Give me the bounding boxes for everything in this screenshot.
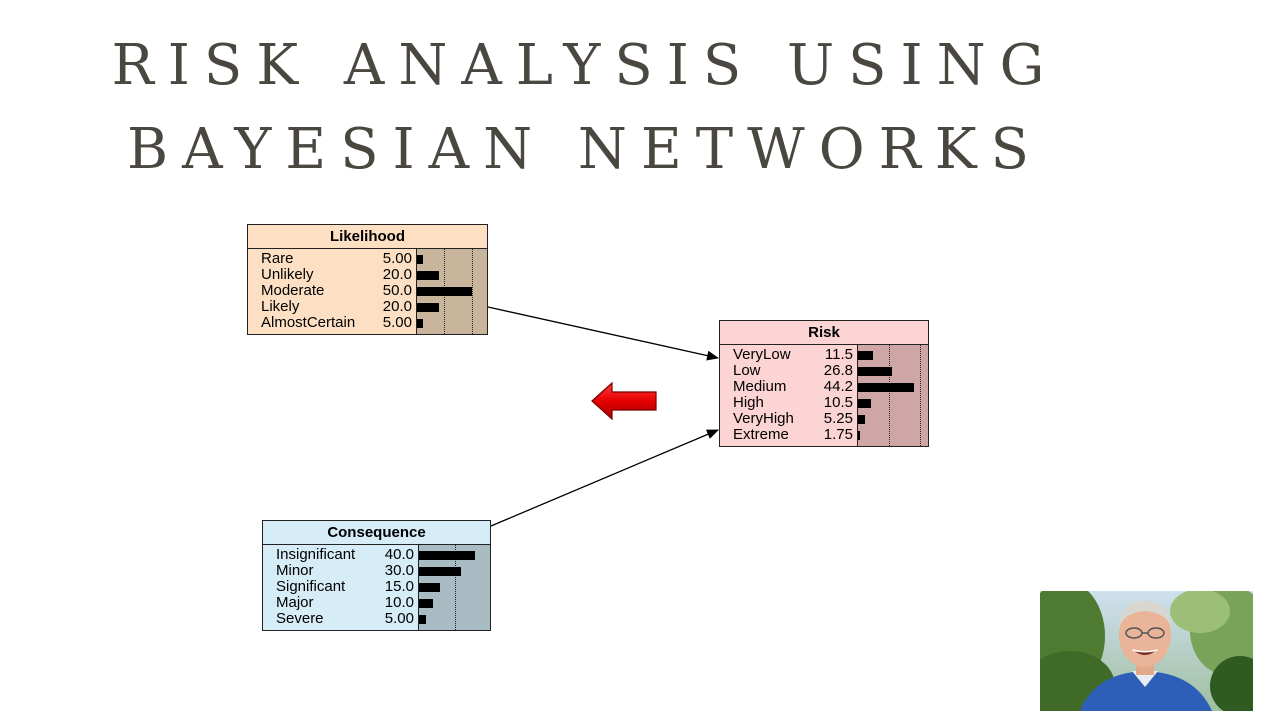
node-risk-belief-bars: [857, 345, 928, 446]
likelihood-belief-bar: [417, 303, 439, 312]
state-label: VeryLow: [733, 346, 791, 363]
likelihood-state-row: Moderate 50.0: [248, 283, 487, 299]
state-label: Severe: [276, 610, 324, 627]
risk-belief-bar: [858, 351, 873, 360]
node-risk[interactable]: Risk VeryLow 11.5 Low 26.8 Medium 44.2 High…: [719, 320, 929, 447]
node-likelihood-title: Likelihood: [248, 225, 487, 249]
likelihood-belief-bar: [417, 255, 423, 264]
consequence-state-row: Significant 15.0: [263, 579, 490, 595]
likelihood-belief-bar: [417, 319, 423, 328]
state-label: Medium: [733, 378, 787, 395]
risk-belief-bar: [858, 415, 865, 424]
likelihood-state-row: AlmostCertain 5.00: [248, 315, 487, 331]
state-label: VeryHigh: [733, 410, 794, 427]
risk-belief-bar: [858, 383, 914, 392]
risk-state-row: Low 26.8: [720, 363, 928, 379]
risk-belief-bar: [858, 431, 860, 440]
state-label: Extreme: [733, 426, 789, 443]
likelihood-belief-bar: [417, 287, 472, 296]
consequence-belief-bar: [419, 615, 426, 624]
risk-belief-bar: [858, 399, 871, 408]
state-value: 44.2: [823, 378, 853, 395]
state-value: 5.00: [382, 250, 412, 267]
consequence-state-row: Major 10.0: [263, 595, 490, 611]
left-arrow-icon: [591, 381, 657, 421]
state-value: 5.00: [382, 314, 412, 331]
state-value: 20.0: [382, 266, 412, 283]
state-label: Rare: [261, 250, 294, 267]
node-consequence-title: Consequence: [263, 521, 490, 545]
state-value: 1.75: [823, 426, 853, 443]
consequence-state-row: Minor 30.0: [263, 563, 490, 579]
slide-title-line-1: RISK ANALYSIS USING: [111, 33, 1059, 98]
risk-state-row: VeryHigh 5.25: [720, 411, 928, 427]
state-label: Insignificant: [276, 546, 356, 563]
node-consequence-belief-bars: [418, 545, 490, 630]
state-value: 10.5: [823, 394, 853, 411]
state-label: Significant: [276, 578, 346, 595]
link-likelihood-to-risk: [487, 306, 719, 361]
risk-state-row: Extreme 1.75: [720, 427, 928, 443]
state-value: 15.0: [384, 578, 414, 595]
state-value: 10.0: [384, 594, 414, 611]
consequence-state-row: Insignificant 40.0: [263, 547, 490, 563]
risk-belief-bar: [858, 367, 892, 376]
state-value: 11.5: [824, 346, 853, 363]
consequence-state-row: Severe 5.00: [263, 611, 490, 627]
consequence-belief-bar: [419, 599, 433, 608]
state-label: Likely: [261, 298, 300, 315]
likelihood-state-row: Rare 5.00: [248, 251, 487, 267]
state-label: AlmostCertain: [261, 314, 356, 331]
state-label: Major: [276, 594, 314, 611]
node-likelihood-belief-bars: [416, 249, 487, 334]
state-value: 30.0: [384, 562, 414, 579]
likelihood-state-row: Likely 20.0: [248, 299, 487, 315]
state-value: 26.8: [823, 362, 853, 379]
state-label: Low: [733, 362, 761, 379]
consequence-belief-bar: [419, 551, 475, 560]
node-risk-title: Risk: [720, 321, 928, 345]
risk-state-row: High 10.5: [720, 395, 928, 411]
consequence-belief-bar: [419, 567, 461, 576]
state-label: High: [733, 394, 764, 411]
risk-state-row: VeryLow 11.5: [720, 347, 928, 363]
slide-title-line-2: BAYESIAN NETWORKS: [127, 117, 1043, 182]
likelihood-state-row: Unlikely 20.0: [248, 267, 487, 283]
state-value: 50.0: [382, 282, 412, 299]
state-value: 5.25: [823, 410, 853, 427]
risk-state-row: Medium 44.2: [720, 379, 928, 395]
consequence-belief-bar: [419, 583, 440, 592]
state-value: 5.00: [384, 610, 414, 627]
presenter-webcam: [1040, 591, 1253, 711]
state-label: Moderate: [261, 282, 325, 299]
state-value: 20.0: [382, 298, 412, 315]
state-value: 40.0: [384, 546, 414, 563]
likelihood-belief-bar: [417, 271, 439, 280]
link-consequence-to-risk: [490, 429, 719, 527]
state-label: Minor: [276, 562, 314, 579]
node-likelihood[interactable]: Likelihood Rare 5.00 Unlikely 20.0 Moderat…: [247, 224, 488, 335]
state-label: Unlikely: [261, 266, 314, 283]
